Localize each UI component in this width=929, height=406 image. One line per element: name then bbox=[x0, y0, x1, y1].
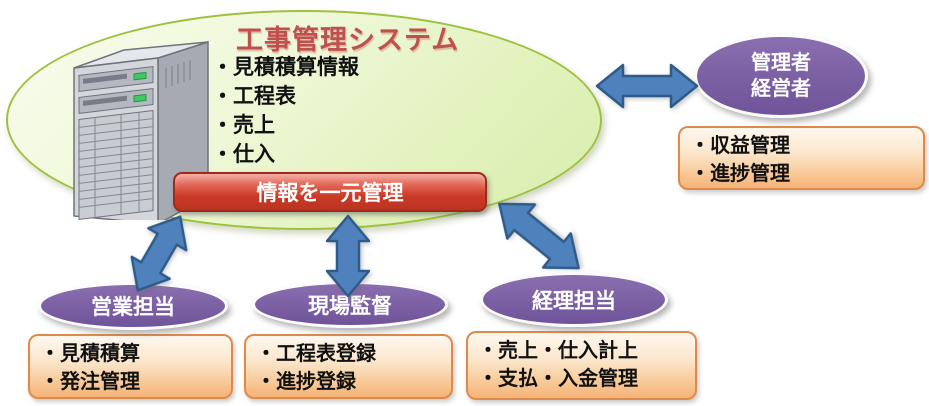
role-label: 管理者 bbox=[751, 52, 811, 74]
double-arrow-icon-accounting bbox=[483, 185, 594, 287]
feature-item: ・売上 bbox=[212, 114, 275, 137]
task-item: ・見積積算 bbox=[40, 343, 140, 365]
feature-item: ・仕入 bbox=[212, 143, 275, 166]
double-arrow-icon-manager bbox=[595, 63, 699, 109]
task-box-site: ・工程表登録 ・進捗登録 bbox=[244, 334, 453, 399]
role-oval-site: 現場監督 bbox=[252, 281, 448, 328]
role-label: 経営者 bbox=[751, 78, 811, 100]
system-feature-list: ・見積積算情報 ・工程表 ・売上 ・仕入 bbox=[212, 53, 359, 169]
server-icon bbox=[58, 28, 220, 220]
role-oval-manager: 管理者 経営者 bbox=[694, 34, 868, 118]
task-item: ・進捗管理 bbox=[690, 163, 790, 185]
role-oval-sales: 営業担当 bbox=[38, 282, 228, 330]
role-label: 経理担当 bbox=[532, 289, 616, 313]
feature-item: ・工程表 bbox=[212, 85, 296, 108]
task-item: ・発注管理 bbox=[40, 371, 140, 393]
role-label: 営業担当 bbox=[91, 296, 175, 319]
role-oval-accounting: 経理担当 bbox=[480, 272, 668, 327]
task-box-manager: ・収益管理 ・進捗管理 bbox=[678, 126, 925, 190]
task-box-accounting: ・売上・仕入計上 ・支払・入金管理 bbox=[466, 331, 697, 400]
task-box-sales: ・見積積算 ・発注管理 bbox=[28, 334, 233, 399]
task-item: ・売上・仕入計上 bbox=[478, 340, 638, 362]
task-item: ・支払・入金管理 bbox=[478, 368, 638, 390]
task-item: ・収益管理 bbox=[690, 135, 790, 157]
double-arrow-icon-site bbox=[326, 214, 370, 298]
double-arrow-icon-sales bbox=[117, 203, 201, 303]
role-label: 現場監督 bbox=[308, 294, 392, 318]
feature-item: ・見積積算情報 bbox=[212, 56, 359, 79]
task-item: ・進捗登録 bbox=[256, 371, 356, 393]
task-item: ・工程表登録 bbox=[256, 343, 376, 365]
system-title: 工事管理システム bbox=[236, 25, 460, 55]
central-banner: 情報を一元管理 bbox=[173, 172, 487, 212]
